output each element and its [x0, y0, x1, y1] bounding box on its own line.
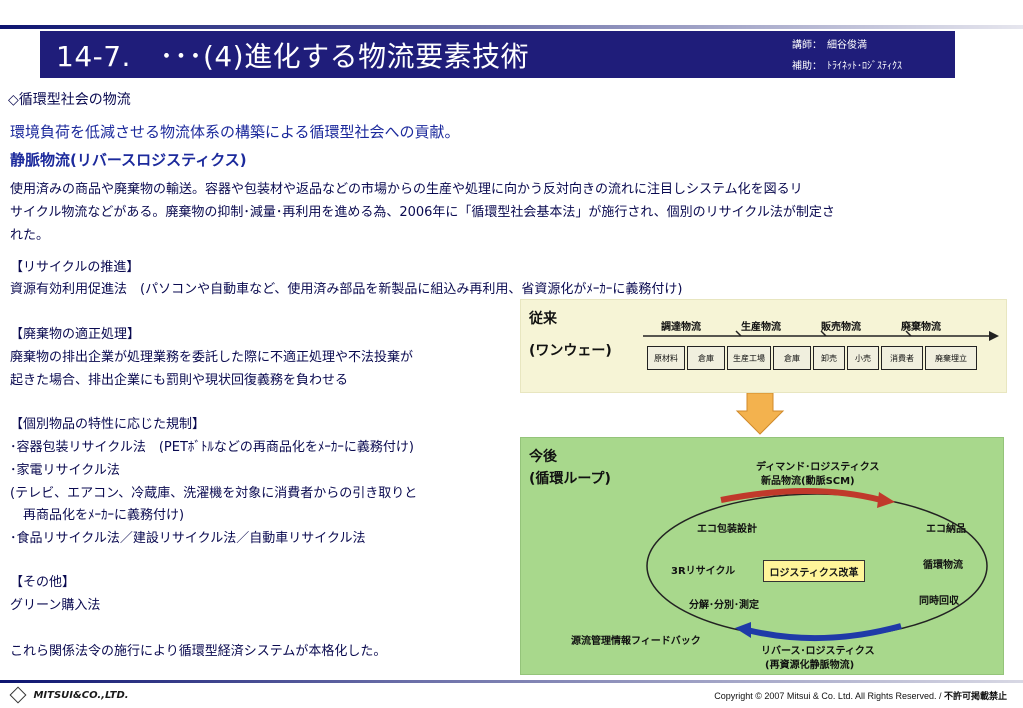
subheading: 静脈物流(リバースロジスティクス): [10, 151, 247, 169]
other-text: グリーン購入法: [10, 598, 101, 613]
footer-divider: [0, 680, 1023, 683]
individual-item-1: ･容器包装リサイクル法 (PETﾎﾞﾄﾙなどの再商品化をﾒｰｶｰに義務付け): [10, 440, 414, 455]
waste-text-1: 廃棄物の排出企業が処理業務を委託した際に不適正処理や不法投棄が: [10, 350, 414, 365]
box-wholesale: 卸売: [813, 346, 845, 370]
paragraph-line-3: れた。: [10, 228, 50, 243]
node-circulation: 循環物流: [923, 560, 963, 571]
waste-title: 【廃棄物の適正処理】: [10, 327, 141, 342]
lecturer-label: 講師： 細谷俊満: [792, 40, 867, 51]
stage-disposal: 廃棄物流: [901, 322, 941, 333]
circular-loop-diagram: 今後 (循環ループ) ディマンド･ロジスティクス 新品物流(動脈SCM) エコ包…: [520, 437, 1004, 675]
paragraph-line-2: サイクル物流などがある。廃棄物の抑制･減量･再利用を進める為、2006年に「循環…: [10, 205, 835, 220]
one-way-diagram: 従来 (ワンウェー) 調達物流 生産物流 販売物流 廃棄物流 原材料 倉庫 生産…: [520, 299, 1007, 393]
node-disassembly: 分解･分別･測定: [689, 600, 759, 611]
top-divider: [0, 25, 1023, 29]
new-label: 今後: [529, 449, 557, 465]
copyright: Copyright © 2007 Mitsui & Co. Ltd. All R…: [714, 689, 1007, 702]
old-label: 従来: [529, 311, 557, 327]
company-name: MITSUI&CO.,LTD.: [33, 690, 129, 701]
box-landfill: 廃棄埋立: [925, 346, 977, 370]
individual-title: 【個別物品の特性に応じた規制】: [10, 417, 206, 432]
box-warehouse-2: 倉庫: [773, 346, 811, 370]
box-factory: 生産工場: [727, 346, 771, 370]
title-banner: 14-7. ･･･(4)進化する物流要素技術 講師： 細谷俊満 補助： ﾄﾗｲﾈ…: [40, 31, 955, 78]
closing-text: これら関係法令の施行により循環型経済システムが本格化した。: [10, 644, 387, 659]
box-raw-material: 原材料: [647, 346, 685, 370]
loop-ellipse: [646, 488, 988, 642]
page-title: 14-7. ･･･(4)進化する物流要素技術: [56, 40, 530, 73]
diamond-icon: [9, 686, 27, 704]
individual-item-4: 再商品化をﾒｰｶｰに義務付け): [10, 508, 185, 523]
recycle-title: 【リサイクルの推進】: [10, 260, 140, 275]
stage-procurement: 調達物流: [661, 322, 701, 333]
paragraph-line-1: 使用済みの商品や廃棄物の輸送。容器や包装材や返品などの市場からの生産や処理に向か…: [10, 182, 803, 197]
copyright-text: Copyright © 2007 Mitsui & Co. Ltd. All R…: [714, 691, 944, 701]
other-title: 【その他】: [10, 575, 76, 590]
box-consumer: 消費者: [881, 346, 923, 370]
individual-item-5: ･食品リサイクル法／建設リサイクル法／自動車リサイクル法: [10, 531, 366, 546]
demand-logistics-label: ディマンド･ロジスティクス: [756, 462, 880, 473]
center-logistics-reform: ロジスティクス改革: [763, 560, 865, 582]
feedback-label: 源流管理情報フィードバック: [571, 636, 701, 647]
node-3r-recycle: 3Rリサイクル: [671, 566, 736, 577]
node-collection: 同時回収: [919, 596, 959, 607]
assistant-label: 補助： ﾄﾗｲﾈｯﾄ･ﾛｼﾞｽﾃｨｸｽ: [792, 61, 902, 72]
recycling-label: (再資源化静脈物流): [765, 660, 855, 671]
stage-production: 生産物流: [741, 322, 781, 333]
company-logo: MITSUI&CO.,LTD.: [9, 686, 129, 704]
new-sublabel: (循環ループ): [529, 471, 611, 487]
section-heading: ◇循環型社会の物流: [8, 92, 131, 108]
stage-sales: 販売物流: [821, 322, 861, 333]
box-retail: 小売: [847, 346, 879, 370]
new-goods-label: 新品物流(動脈SCM): [761, 476, 855, 487]
node-eco-pack: エコ包装設計: [697, 524, 757, 535]
node-eco-delivery: エコ納品: [926, 524, 966, 535]
recycle-text: 資源有効利用促進法 (パソコンや自動車など、使用済み部品を新製品に組込み再利用、…: [10, 282, 683, 297]
individual-item-2: ･家電リサイクル法: [10, 463, 120, 478]
box-warehouse-1: 倉庫: [687, 346, 725, 370]
waste-text-2: 起きた場合、排出企業にも罰則や現状回復義務を負わせる: [10, 373, 349, 388]
old-sublabel: (ワンウェー): [529, 343, 612, 359]
reverse-logistics-label: リバース･ロジスティクス: [761, 646, 875, 657]
individual-item-3: (テレビ、エアコン、冷蔵庫、洗濯機を対象に消費者からの引き取りと: [10, 486, 418, 501]
flow-arrow: [643, 330, 999, 341]
lead-text: 環境負荷を低減させる物流体系の構築による循環型社会への貢献。: [10, 123, 460, 141]
reproduction-notice: 不許可掲載禁止: [943, 691, 1007, 701]
down-arrow-icon: [735, 393, 785, 435]
